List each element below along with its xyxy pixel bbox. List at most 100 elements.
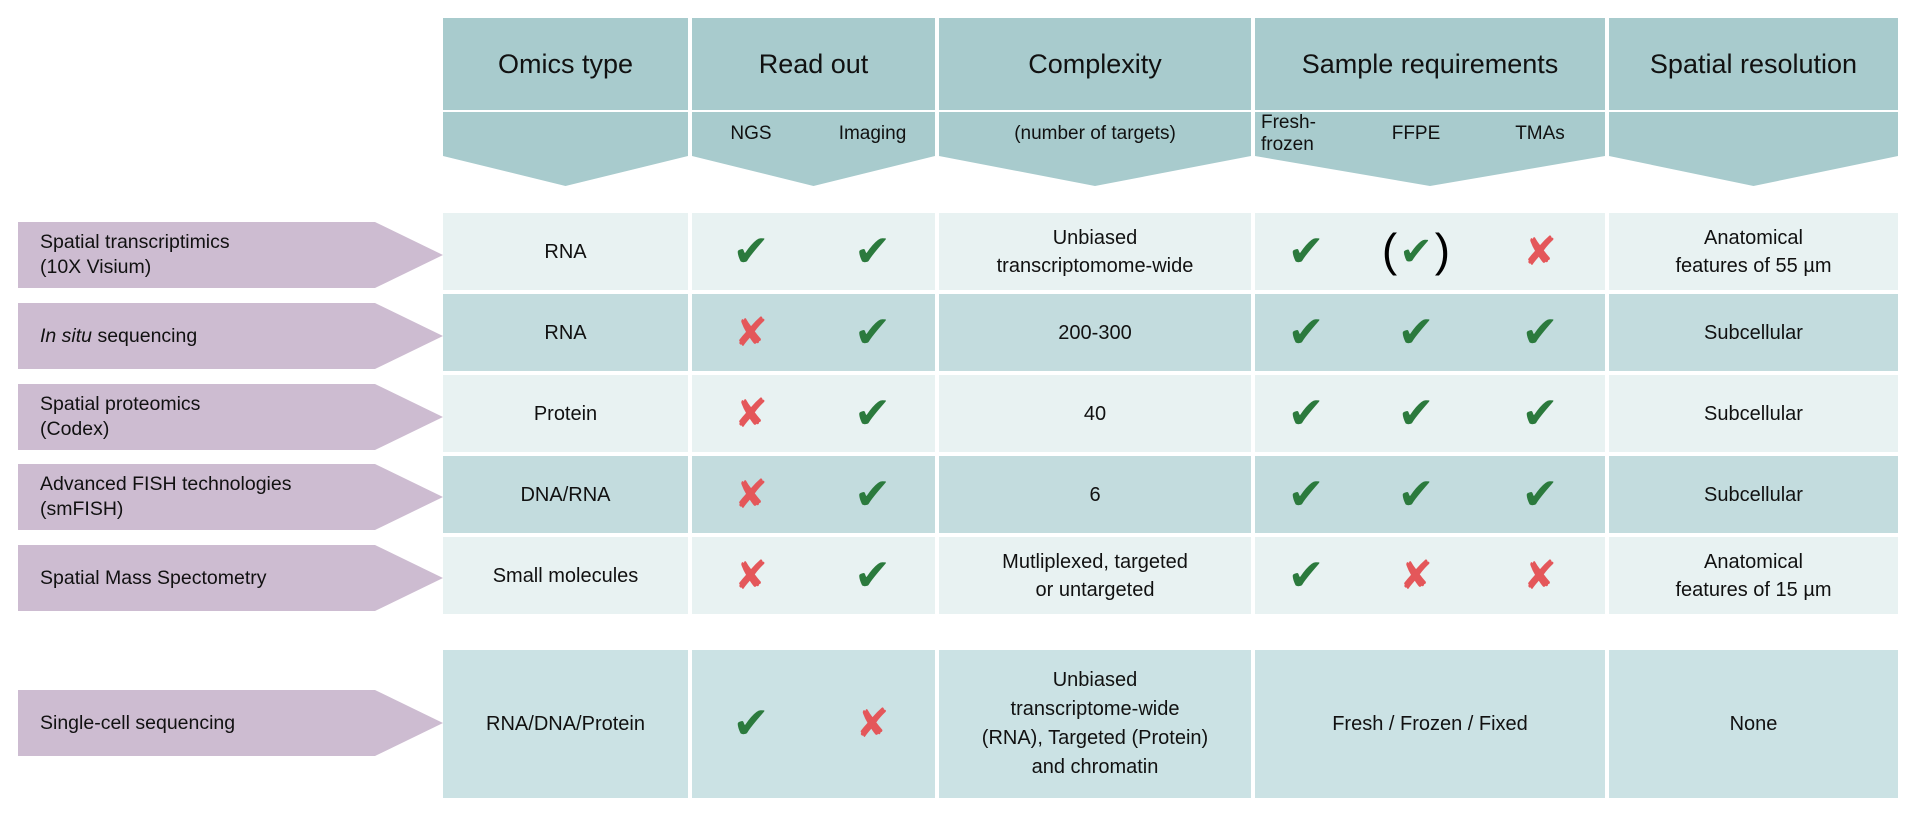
cell-sample-requirements-single-cell: Fresh / Frozen / Fixed [1255,650,1605,798]
header-chevron-complexity [939,156,1251,186]
cell-imaging: ✔ [810,294,935,371]
cell-spatial-resolution: Anatomical features of 55 µm [1609,213,1898,290]
header-omics-type-sub [443,112,688,156]
cell-fresh-frozen: ✔ [1255,294,1357,371]
row-label-italic: In situ [40,324,93,347]
cross-icon: ✘ [734,472,768,517]
cell-tmas: ✔ [1475,456,1605,533]
header-fresh-frozen-line2: frozen [1261,134,1314,155]
cell-ffpe: ✘ [1357,537,1475,614]
cell-ngs: ✘ [692,294,810,371]
cross-icon: ✘ [734,391,768,436]
cell-ffpe: ✔ [1357,375,1475,452]
cell-resolution-line1: Anatomical [1704,550,1803,573]
cell-omics-type: RNA [443,294,688,371]
header-sample-requirements: Sample requirements [1255,18,1605,110]
header-fresh-frozen: Fresh- frozen [1255,112,1357,156]
check-icon: ✔ [1287,388,1325,438]
row-label-column: Spatial transcriptimics (10X Visium) In … [18,0,443,824]
header-tmas: TMAs [1475,112,1605,156]
cell-imaging: ✔ [810,213,935,290]
row-label-line2: (10X Visium) [40,256,152,278]
check-icon: ✔ [1287,307,1325,357]
cell-fresh-frozen: ✔ [1255,456,1357,533]
check-icon: ✔ [1399,229,1433,274]
cell-tmas: ✔ [1475,294,1605,371]
header-spatial-resolution-label: Spatial resolution [1649,49,1858,79]
check-icon: ✔ [732,699,770,748]
cell-complexity-line1: Unbiased [1052,226,1138,249]
cell-imaging: ✔ [810,456,935,533]
cell-imaging: ✔ [810,537,935,614]
cell-spatial-resolution: Subcellular [1609,375,1898,452]
check-icon: ✔ [1521,307,1559,357]
header-spatial-resolution-sub [1609,112,1898,156]
header-complexity: Complexity [939,18,1251,110]
row-label-line1: Single-cell sequencing [40,711,236,734]
row-label-advanced-fish: Advanced FISH technologies (smFISH) [18,464,443,530]
parenthesized-check: ( ✔ ) [1381,223,1450,276]
header-spatial-resolution: Spatial resolution [1609,18,1898,110]
row-label-line1: Spatial Mass Spectometry [40,566,267,589]
check-icon: ✔ [1521,388,1559,438]
header-chevron-sample [1255,156,1605,186]
header-ngs: NGS [692,112,810,156]
check-icon: ✔ [1521,469,1559,519]
row-label-line2: (Codex) [40,418,110,440]
cell-ffpe: ✔ [1357,456,1475,533]
row-label-line1: Spatial proteomics [40,393,201,415]
check-icon: ✔ [1397,388,1435,438]
header-imaging: Imaging [810,112,935,156]
cell-omics-type: RNA [443,213,688,290]
cell-omics-type: DNA/RNA [443,456,688,533]
header-read-out: Read out [692,18,935,110]
cell-complexity: 6 [939,456,1251,533]
cell-tmas: ✘ [1475,537,1605,614]
cell-ngs: ✘ [692,456,810,533]
cell-resolution-line2: features of 15 µm [1675,578,1832,601]
cell-resolution-line1: Anatomical [1704,226,1803,249]
cell-complexity-line1: Mutliplexed, targeted [1002,550,1188,573]
cell-resolution-line2: features of 55 µm [1675,254,1832,277]
cross-icon: ✘ [855,702,890,746]
row-label-rest: sequencing [92,324,198,347]
row-label-spatial-transcriptomics: Spatial transcriptimics (10X Visium) [18,222,443,288]
check-icon: ✔ [854,550,891,600]
check-icon: ✔ [1287,550,1325,600]
header-chevron-omics [443,156,688,186]
cross-icon: ✘ [734,310,768,355]
row-label-line1: Advanced FISH technologies [40,473,292,495]
cell-complexity: Unbiased transcriptomome-wide [939,213,1251,290]
row-label-in-situ-sequencing: In situ sequencing [18,303,443,369]
check-icon: ✔ [854,307,891,357]
row-label-single-cell-sequencing: Single-cell sequencing [18,690,443,756]
cell-complexity: 200-300 [939,294,1251,371]
check-icon: ✔ [732,226,770,276]
cell-spatial-resolution: Subcellular [1609,294,1898,371]
cell-ngs: ✘ [692,375,810,452]
check-icon: ✔ [854,226,891,276]
cell-imaging-single-cell: ✘ [810,650,935,798]
cell-ffpe: ( ✔ ) [1357,213,1475,290]
row-label-line1: Spatial transcriptimics [40,231,230,253]
cross-icon: ✘ [1523,553,1557,598]
row-label-spatial-proteomics: Spatial proteomics (Codex) [18,384,443,450]
cell-ngs-single-cell: ✔ [692,650,810,798]
cell-imaging: ✔ [810,375,935,452]
header-chevron-readout [692,156,935,186]
cell-fresh-frozen: ✔ [1255,213,1357,290]
cell-fresh-frozen: ✔ [1255,375,1357,452]
cell-complexity-line3: (RNA), Targeted (Protein) [981,727,1209,749]
cell-complexity: Mutliplexed, targeted or untargeted [939,537,1251,614]
cell-tmas: ✘ [1475,213,1605,290]
header-complexity-sub: (number of targets) [939,112,1251,156]
check-icon: ✔ [854,469,891,519]
cell-spatial-resolution-single-cell: None [1609,650,1898,798]
cell-omics-type-single-cell: RNA/DNA/Protein [443,650,688,798]
cell-omics-type: Small molecules [443,537,688,614]
header-chevron-resolution [1609,156,1898,186]
header-omics-type: Omics type [443,18,688,110]
cell-ngs: ✘ [692,537,810,614]
check-icon: ✔ [1287,226,1325,276]
paren-open: ( [1381,223,1398,276]
